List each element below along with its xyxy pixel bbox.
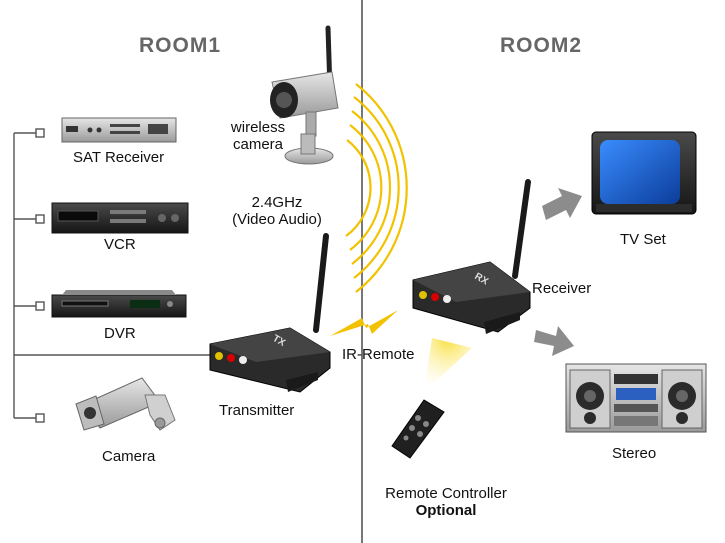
sat-receiver-device	[61, 117, 177, 143]
camera-label: Camera	[102, 448, 156, 465]
transmitter-label: Transmitter	[219, 402, 295, 419]
receiver-device	[412, 179, 531, 334]
tv-set-device	[591, 131, 697, 215]
room2-title: ROOM2	[500, 34, 583, 57]
stereo-device	[565, 363, 707, 433]
arrow-to-tv	[542, 188, 582, 220]
room1-title: ROOM1	[139, 34, 222, 57]
remote-controller-label-line1: Remote Controller	[385, 485, 507, 502]
remote-controller-device	[391, 399, 445, 459]
transmitter-device	[209, 233, 331, 393]
wireless-camera-device	[270, 25, 339, 165]
dvr-label: DVR	[104, 325, 136, 342]
ir-beam	[424, 338, 472, 392]
receiver-label: Receiver	[532, 280, 592, 297]
wireless-camera-label: wireless camera	[224, 119, 292, 153]
frequency-label-line2: (Video Audio)	[232, 211, 322, 228]
ir-remote-label: IR-Remote	[342, 346, 415, 363]
arrow-to-stereo	[534, 326, 574, 356]
input-wiring	[13, 128, 212, 423]
frequency-label: 2.4GHz (Video Audio)	[222, 194, 332, 228]
frequency-label-line1: 2.4GHz	[251, 194, 303, 211]
ir-remote-link-bolt	[330, 310, 398, 336]
vcr-label: VCR	[104, 236, 136, 253]
tv-set-label: TV Set	[620, 231, 666, 248]
remote-controller-label: Remote Controller Optional	[368, 485, 524, 519]
video-audio-signal-waves	[345, 83, 408, 293]
dvr-device	[51, 290, 187, 318]
sat-receiver-label: SAT Receiver	[73, 149, 165, 166]
vcr-device	[51, 202, 189, 234]
stereo-label: Stereo	[612, 445, 657, 462]
wireless-camera-label-line1: wireless	[230, 119, 286, 136]
optional-label: Optional	[415, 502, 477, 519]
wireless-camera-label-line2: camera	[232, 136, 284, 153]
wired-camera-device	[75, 377, 176, 431]
